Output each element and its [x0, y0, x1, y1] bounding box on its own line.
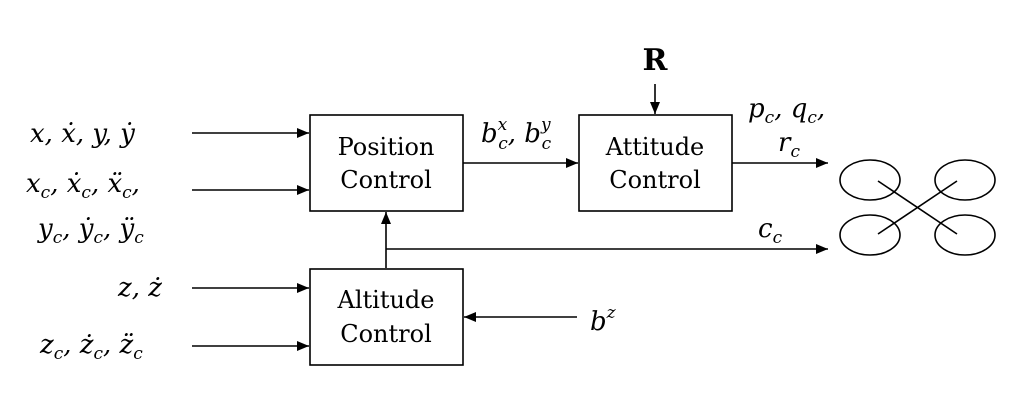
thrust-label: cc — [758, 214, 783, 248]
attitude-control-label-1: Attitude — [605, 133, 705, 161]
altitude-bias-label: bz — [590, 303, 617, 337]
altitude-control-block: Altitude Control — [309, 268, 464, 366]
altitude-state-label: z, ż — [117, 273, 162, 303]
altitude-control-label-2: Control — [340, 320, 432, 348]
attitude-control-block: Attitude Control — [578, 114, 733, 212]
attitude-output-label-1: pc, qc, — [748, 94, 825, 128]
rotor-rear-right-icon — [934, 214, 996, 256]
rotor-front-left-icon — [839, 159, 901, 201]
position-command-label-2: yc, ẏc, ÿc — [37, 214, 144, 248]
quadrotor-icon — [839, 159, 996, 256]
position-control-block: Position Control — [309, 114, 464, 212]
attitude-output-label-2: rc — [778, 128, 800, 162]
altitude-control-label-1: Altitude — [337, 286, 435, 314]
rotor-front-right-icon — [934, 159, 996, 201]
position-control-label-1: Position — [338, 133, 435, 161]
rotation-label: R — [643, 43, 669, 78]
position-command-label-1: xc, ẋc, ẍc, — [26, 169, 140, 203]
position-state-label: x, ẋ, y, ẏ — [30, 119, 135, 149]
altitude-command-label: zc, żc, z̈c — [39, 330, 143, 364]
attitude-control-label-2: Control — [609, 166, 701, 194]
rotor-rear-left-icon — [839, 214, 901, 256]
position-control-label-2: Control — [340, 166, 432, 194]
